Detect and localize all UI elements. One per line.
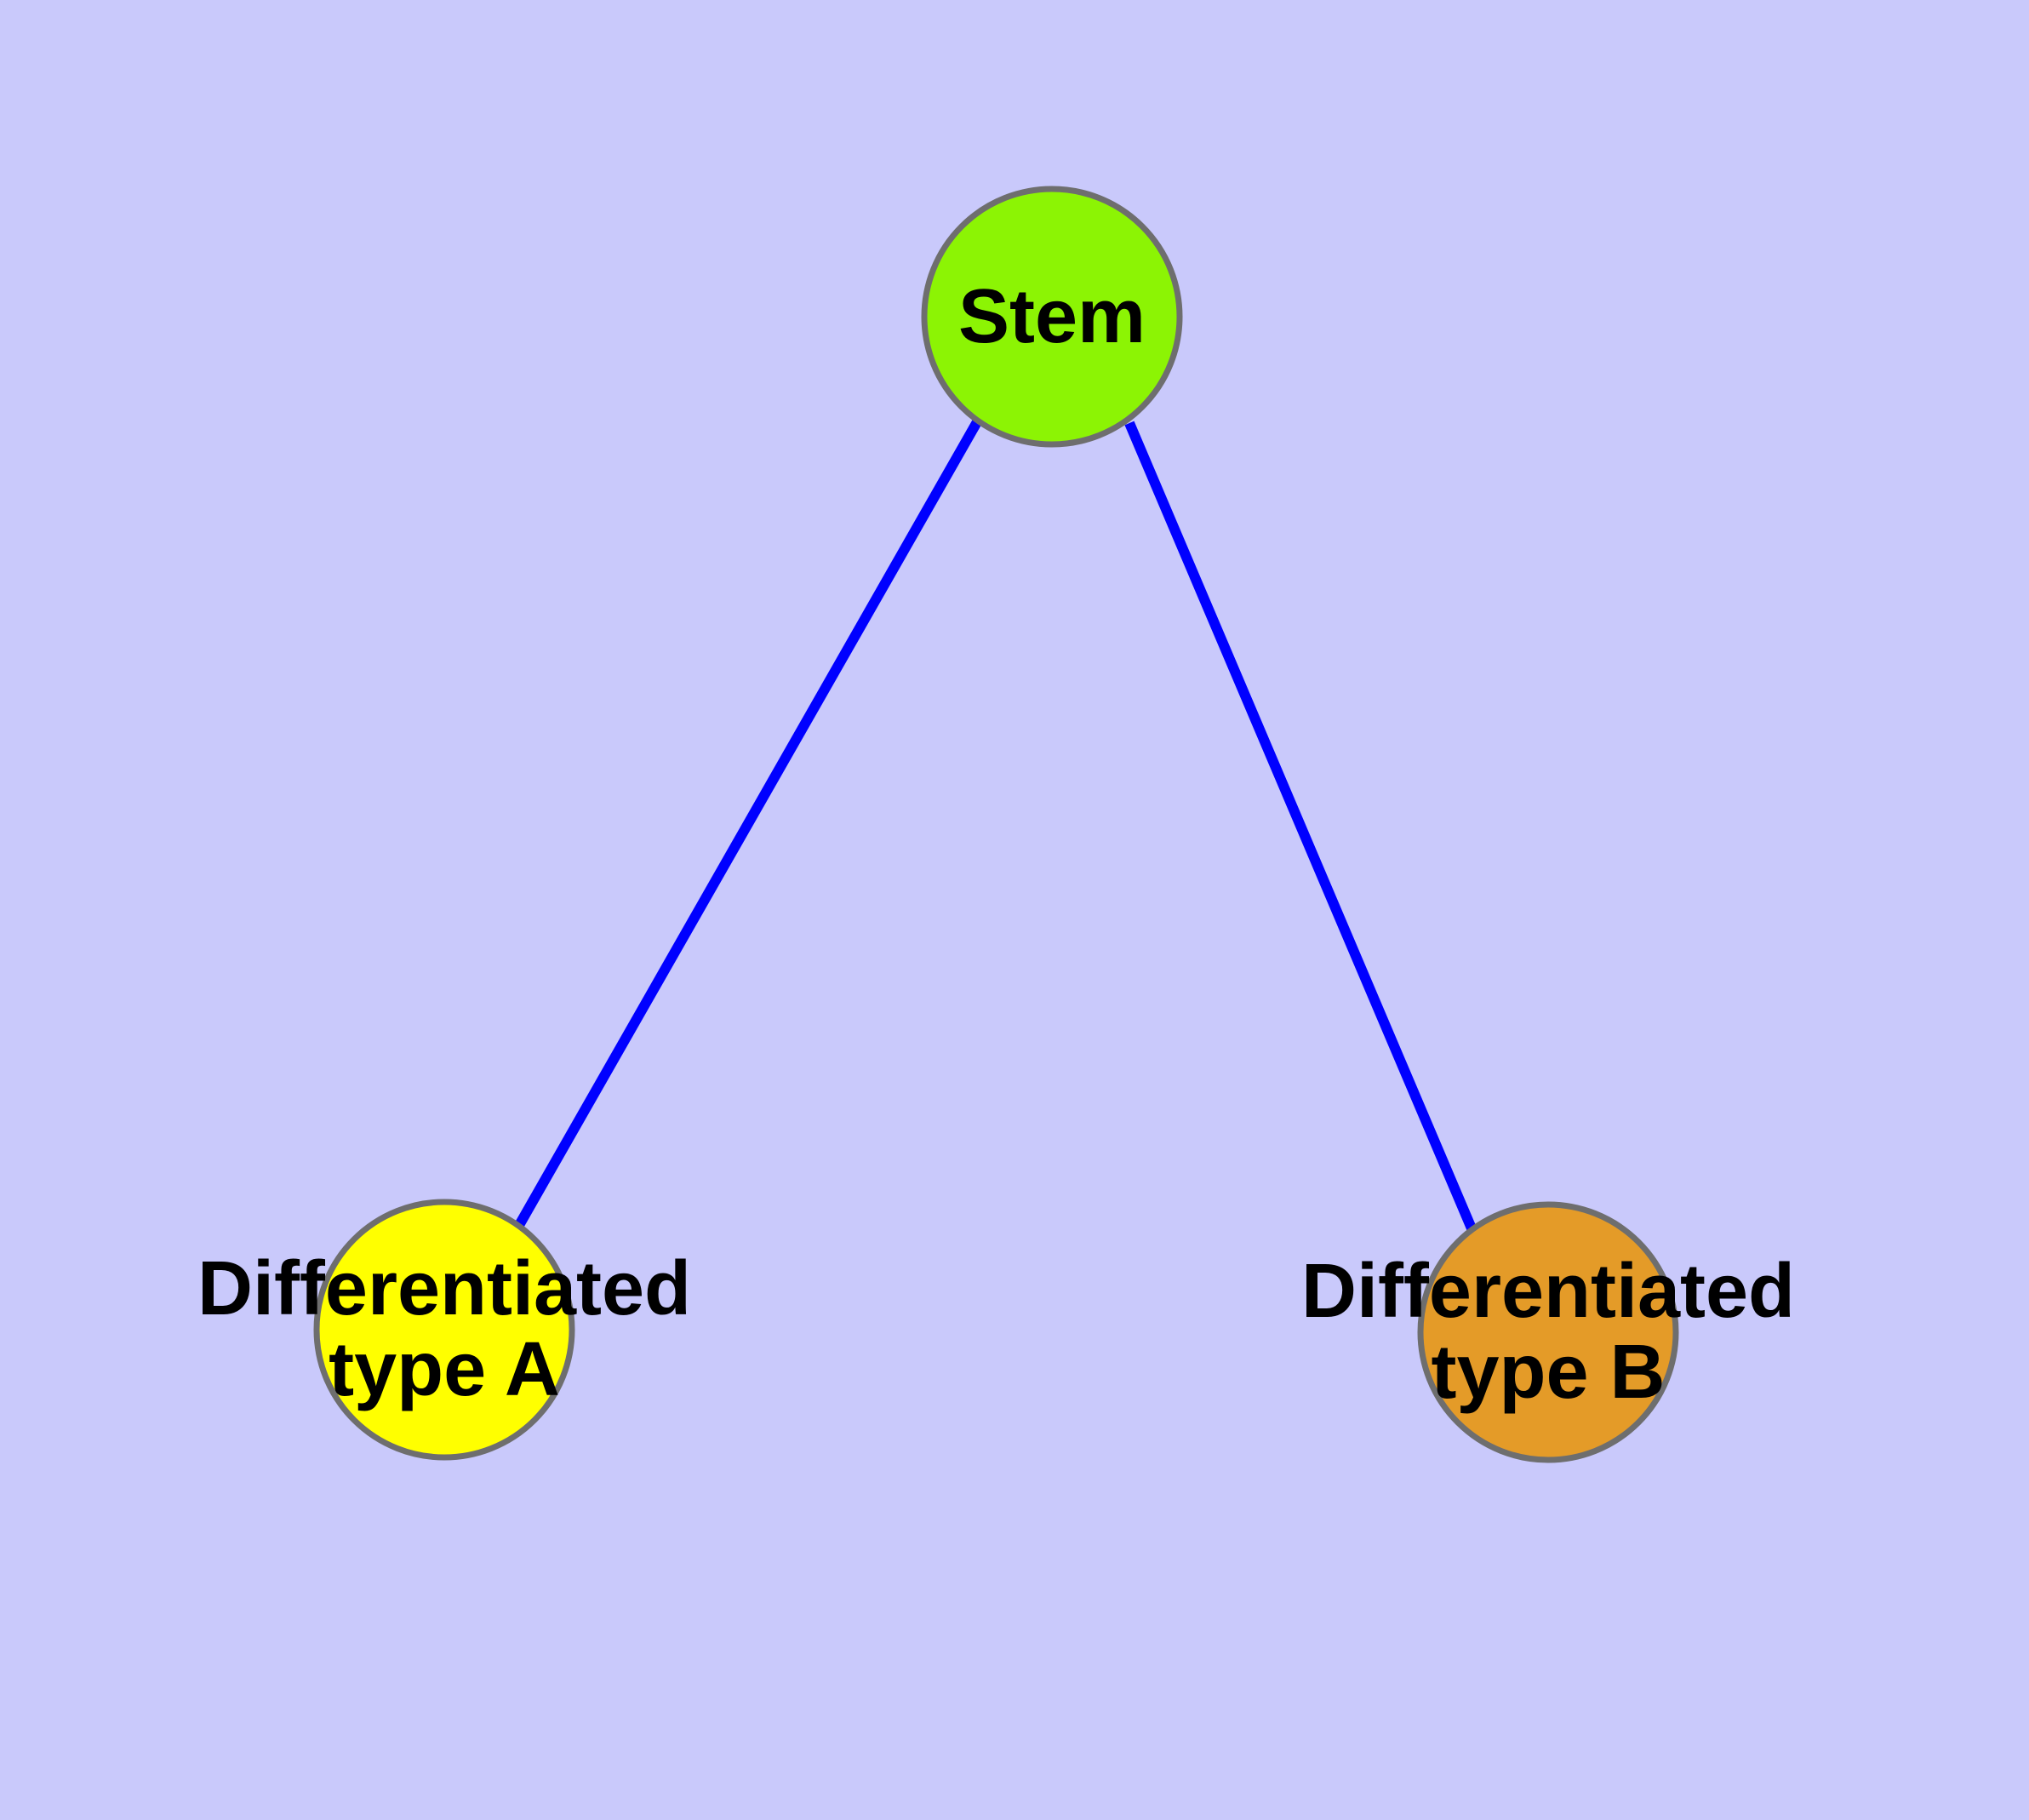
node-differentiated-type-a[interactable] — [313, 1199, 575, 1461]
edge-stem-to-differentiated-type-a[interactable] — [513, 418, 983, 1229]
edge-stem-to-differentiated-type-b[interactable] — [1124, 421, 1477, 1231]
node-stem[interactable] — [921, 186, 1183, 448]
edge-layer — [513, 418, 1477, 1231]
node-layer — [313, 186, 1679, 1463]
node-differentiated-type-b[interactable] — [1417, 1201, 1679, 1463]
